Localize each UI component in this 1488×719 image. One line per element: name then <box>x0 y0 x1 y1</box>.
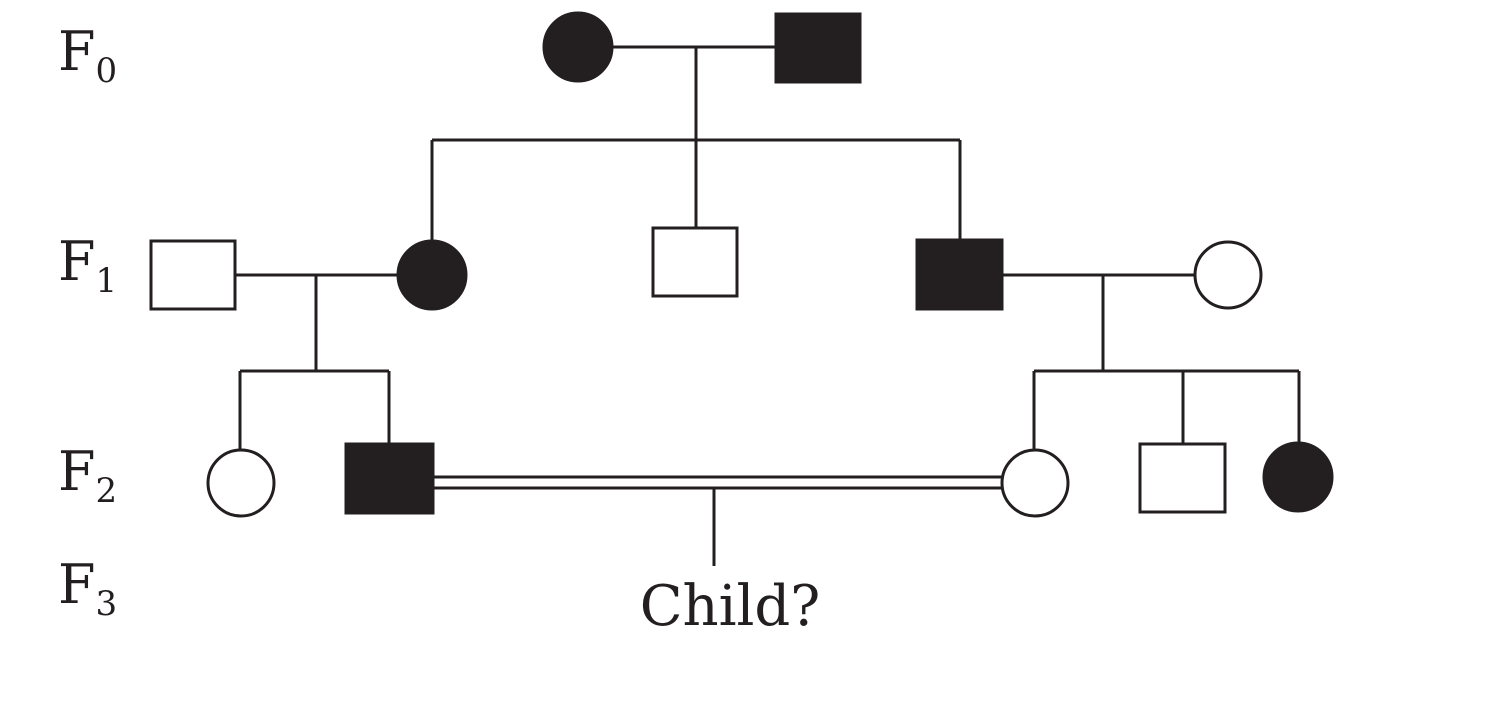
generation-label-f2: F2 <box>58 440 117 511</box>
child-label: Child? <box>640 574 821 639</box>
generation-label-f0: F0 <box>58 20 117 91</box>
generation-label-f3: F3 <box>58 553 117 624</box>
f2-unaffected-female-right <box>1000 448 1070 518</box>
f2-unaffected-male <box>1138 442 1227 514</box>
f1-affected-male <box>915 238 1004 311</box>
f1-affected-female <box>396 239 468 311</box>
f0-affected-male <box>774 12 862 84</box>
generation-label-f1: F1 <box>58 230 117 301</box>
f2-affected-male <box>344 442 435 515</box>
f1-unaffected-male-spouse <box>149 239 237 311</box>
f2-unaffected-female-left <box>206 448 276 518</box>
f1-unaffected-female-spouse <box>1193 240 1263 310</box>
f0-affected-female <box>542 11 614 83</box>
f2-affected-female <box>1262 441 1334 513</box>
f1-unaffected-male <box>651 226 739 298</box>
